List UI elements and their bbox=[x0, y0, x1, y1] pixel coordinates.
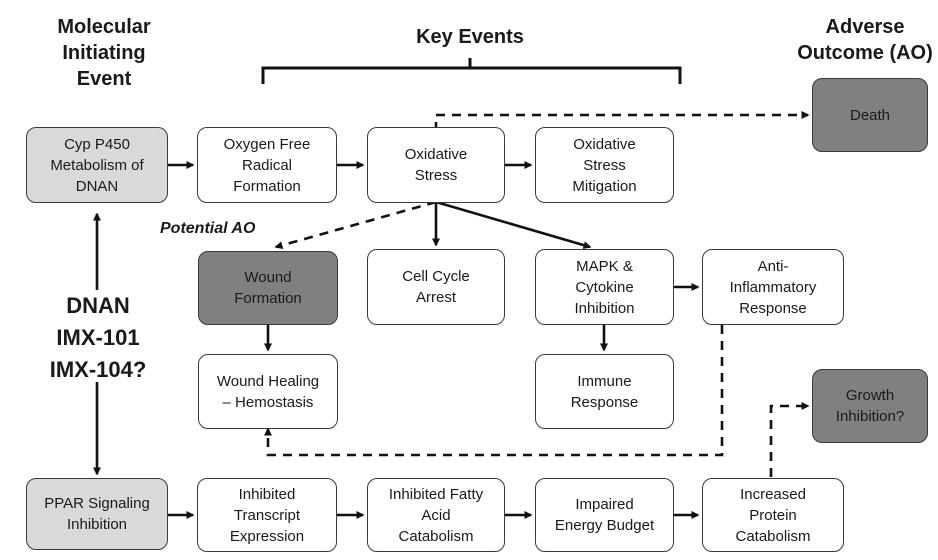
box-increased-protein-catabolism: Increased Protein Catabolism bbox=[702, 478, 844, 552]
header-ao-line-1: Adverse bbox=[825, 16, 905, 38]
box-transcript-label: Inhibited Transcript Expression bbox=[229, 485, 305, 545]
box-mapk-label: MAPK & Cytokine Inhibition bbox=[574, 257, 635, 317]
box-oxygen-free-radical-formation: Oxygen Free Radical Formation bbox=[197, 127, 337, 203]
box-fatty-label: Inhibited Fatty Acid Catabolism bbox=[388, 485, 484, 545]
box-wound-healing-hemostasis: Wound Healing – Hemostasis bbox=[198, 354, 338, 429]
box-cyp-p450-metabolism: Cyp P450 Metabolism of DNAN bbox=[26, 127, 168, 203]
chemical-imx-104: IMX-104? bbox=[49, 357, 147, 382]
box-immune-label: Immune Response bbox=[570, 372, 639, 411]
box-growth-inhibition: Growth Inhibition? bbox=[812, 369, 928, 443]
key-events-bracket bbox=[261, 58, 682, 84]
box-oxygen-label: Oxygen Free Radical Formation bbox=[223, 135, 311, 195]
box-growth-label: Growth Inhibition? bbox=[835, 387, 905, 425]
box-antiinflam-label: Anti- Inflammatory Response bbox=[729, 257, 817, 317]
box-mapk-cytokine-inhibition: MAPK & Cytokine Inhibition bbox=[535, 249, 674, 325]
box-cell-cycle-arrest: Cell Cycle Arrest bbox=[367, 249, 505, 325]
box-cellcycle-label: Cell Cycle Arrest bbox=[402, 268, 470, 306]
chemical-imx-101: IMX-101 bbox=[56, 325, 140, 350]
box-oxstress-label: Oxidative Stress bbox=[404, 146, 468, 184]
header-key-events: Key Events bbox=[416, 26, 524, 48]
header-mie-line-2: Initiating bbox=[62, 42, 146, 64]
chemical-stressors-label: DNAN IMX-101 IMX-104? bbox=[44, 290, 152, 382]
box-wound-formation: Wound Formation bbox=[198, 251, 338, 325]
box-ppar-label: PPAR Signaling Inhibition bbox=[44, 495, 150, 533]
box-inhibited-transcript-expression: Inhibited Transcript Expression bbox=[197, 478, 337, 552]
chemical-dnan: DNAN bbox=[66, 293, 130, 318]
box-energy-label: Impaired Energy Budget bbox=[554, 496, 655, 534]
box-wound-label: Wound Formation bbox=[234, 269, 302, 307]
box-protein-label: Increased Protein Catabolism bbox=[735, 485, 811, 545]
arrow-oxstress-to-mapk bbox=[435, 200, 592, 250]
arrow-oxstress-to-death bbox=[434, 111, 810, 131]
arrow-oxstress-to-wound bbox=[274, 200, 437, 250]
box-anti-inflammatory-response: Anti- Inflammatory Response bbox=[702, 249, 844, 325]
header-adverse-outcome: Adverse Outcome (AO) bbox=[792, 14, 938, 66]
box-cyp-p450-label: Cyp P450 Metabolism of DNAN bbox=[50, 135, 144, 195]
box-death: Death bbox=[812, 78, 928, 152]
header-molecular-initiating-event: Molecular Initiating Event bbox=[28, 14, 180, 92]
potential-ao-label: Potential AO bbox=[160, 220, 256, 237]
box-oxidative-stress-mitigation: Oxidative Stress Mitigation bbox=[535, 127, 674, 203]
box-inhibited-fatty-acid-catabolism: Inhibited Fatty Acid Catabolism bbox=[367, 478, 505, 552]
header-mie-line-3: Event bbox=[76, 68, 132, 90]
box-immune-response: Immune Response bbox=[535, 354, 674, 429]
arrow-antiinflam-to-healing bbox=[264, 325, 724, 457]
header-mie-line-1: Molecular bbox=[57, 16, 151, 38]
box-death-label: Death bbox=[849, 106, 891, 124]
box-oxidative-stress: Oxidative Stress bbox=[367, 127, 505, 203]
header-ao-line-2: Outcome (AO) bbox=[797, 42, 933, 64]
box-impaired-energy-budget: Impaired Energy Budget bbox=[535, 478, 674, 552]
box-ppar-signaling-inhibition: PPAR Signaling Inhibition bbox=[26, 478, 168, 550]
box-mitigation-label: Oxidative Stress Mitigation bbox=[572, 135, 637, 195]
arrow-protein-to-growth bbox=[769, 402, 810, 477]
box-healing-label: Wound Healing – Hemostasis bbox=[216, 372, 320, 411]
